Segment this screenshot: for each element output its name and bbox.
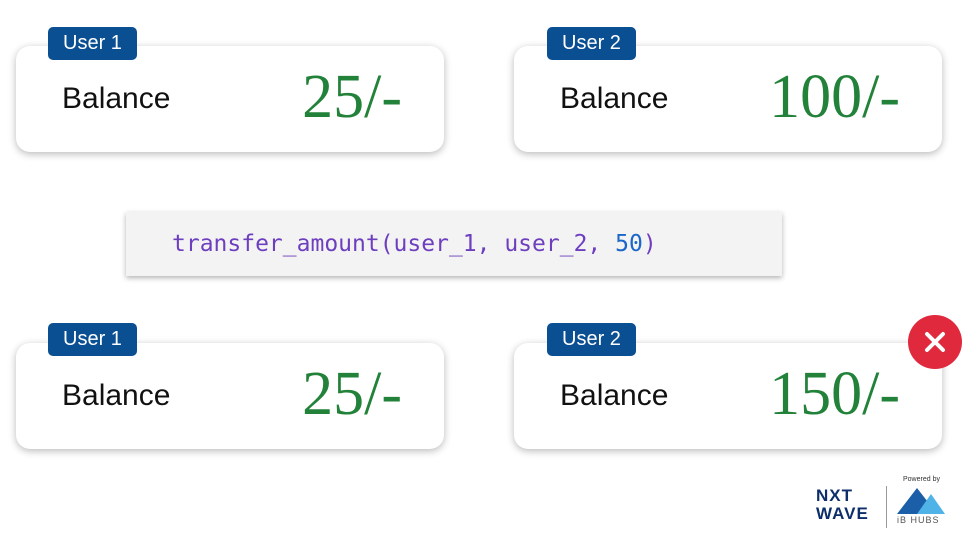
balance-amount: 100/-: [769, 63, 900, 132]
user-1-balance-card: Balance 25/-: [16, 343, 444, 449]
balance-amount: 25/-: [302, 63, 402, 132]
close-icon: [925, 332, 945, 352]
user-1-tag: User 1: [48, 323, 137, 356]
balance-amount: 25/-: [302, 360, 402, 429]
user-2-balance-card: Balance 150/-: [514, 343, 942, 449]
user-1-tag: User 1: [48, 27, 137, 60]
ibhubs-text: iB HUBS: [897, 515, 940, 525]
amount-argument: 50: [615, 231, 643, 257]
user-1-balance-card: Balance 25/-: [16, 46, 444, 152]
user-2-tag: User 2: [547, 27, 636, 60]
balance-label: Balance: [62, 379, 171, 412]
user-2-balance-card: Balance 100/-: [514, 46, 942, 152]
balance-amount: 150/-: [769, 360, 900, 429]
balance-label: Balance: [560, 379, 669, 412]
error-badge: [908, 315, 962, 369]
balance-label: Balance: [62, 82, 171, 115]
balance-label: Balance: [560, 82, 669, 115]
nxtwave-logo: NXT WAVE: [816, 486, 869, 523]
function-call-text: transfer_amount(user_1, user_2,: [172, 231, 616, 257]
closing-paren: ): [642, 231, 657, 257]
powered-by-text: Powered by: [903, 476, 940, 483]
ibhubs-logo-icon: [897, 488, 945, 514]
code-block: transfer_amount(user_1, user_2, 50): [126, 212, 782, 276]
user-2-tag: User 2: [547, 323, 636, 356]
logo-divider: [886, 486, 887, 528]
